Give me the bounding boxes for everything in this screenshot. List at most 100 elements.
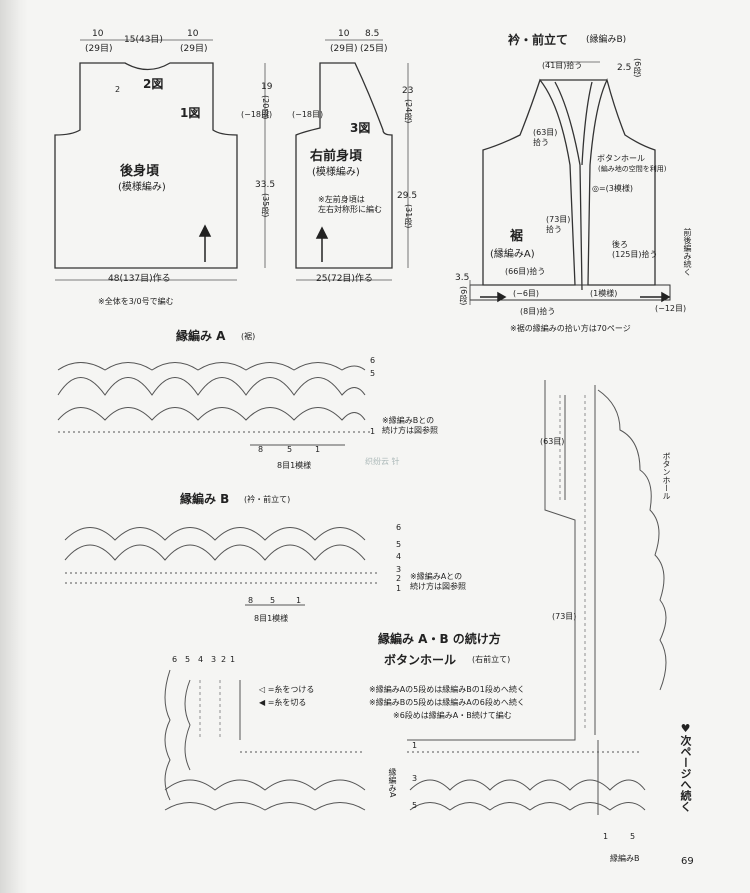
front-subtitle: (模様編み) — [312, 167, 360, 178]
front-dim-2: 8.5 — [365, 29, 380, 39]
join-col-6: 6 — [172, 655, 178, 664]
join-col-5: 5 — [185, 655, 191, 664]
join-col-4: 4 — [198, 655, 204, 664]
edge-b-row1: 1 — [396, 584, 402, 593]
join-row-3: 3 — [412, 774, 418, 783]
back-dim-left-sts: (29目) — [85, 44, 113, 54]
join-count-1: 1 — [603, 832, 609, 841]
join-right-73: (73目) — [552, 612, 577, 621]
collar-minus12: (−12目) — [655, 304, 687, 313]
back-dim-right-rows2: (35段) — [261, 193, 270, 218]
front-dim-sts2: (25目) — [360, 44, 388, 54]
join-col-2: 2 — [221, 655, 227, 664]
front-note: ※左前身頃は 左右対称形に編む — [318, 195, 382, 215]
collar-title: 衿・前立て — [508, 33, 569, 47]
edge-a-count8: 8 — [258, 445, 264, 454]
join-title: 縁編み A・B の続け方 — [378, 632, 501, 646]
back-note: ※全体を3/0号で編む — [98, 297, 174, 306]
edge-b-row6: 6 — [396, 523, 402, 532]
collar-top-pick: (41目)拾う — [542, 61, 583, 70]
edge-b-count8: 8 — [248, 596, 254, 605]
collar-continued: 前後編み続く — [683, 228, 692, 276]
edge-b-title: 縁編み B — [180, 492, 230, 506]
front-dim-right-29: 29.5 — [397, 191, 418, 201]
back-fig2: 2図 — [143, 77, 164, 91]
next-page-notice: ♥次ページへ続く — [679, 722, 692, 812]
join-subtitle-small: (右前立て) — [472, 655, 511, 664]
collar-pattern1: (1模様) — [590, 289, 618, 298]
watermark: 织纷云 针 — [365, 457, 400, 466]
back-side-marker: (−18目) — [241, 110, 273, 119]
join-legend-attach: ◁ =糸をつける — [259, 685, 315, 694]
edge-a-count5: 5 — [287, 445, 293, 454]
edge-b-row2: 2 — [396, 574, 402, 583]
collar-buttonhole-sub: (編み地の空間を利用) — [598, 165, 667, 173]
collar-note: ※裾の縁編みの拾い方は70ページ — [510, 324, 631, 333]
front-bottom-dim: 25(72目)作る — [316, 274, 373, 284]
back-bottom-dim: 48(137目)作る — [108, 274, 171, 284]
join-row-1: 1 — [412, 741, 418, 750]
join-right-buttonhole: ボタンホール — [662, 452, 671, 500]
front-dim-right-rows2: (31段) — [404, 204, 413, 229]
collar-top-right-rows: (6段) — [633, 58, 642, 78]
join-note-2: ※縁編みBの5段めは縁編みAの6段めへ続く — [369, 698, 525, 707]
collar-hem-title: 裾 — [510, 229, 524, 244]
collar-hem-pick: (66目)拾う — [505, 267, 546, 276]
join-edge-a-label: 縁編みA — [388, 768, 397, 798]
back-subtitle: (模様編み) — [118, 182, 166, 193]
collar-back-pick: 後ろ (125目)拾う — [612, 240, 658, 260]
edge-b-row4: 4 — [396, 552, 402, 561]
join-note-3: ※6段めは縁編みA・B続けて編む — [393, 711, 512, 720]
collar-button-count: ◎=(3模様) — [592, 184, 634, 193]
back-fig2-small: 2 — [115, 85, 121, 94]
join-subtitle: ボタンホール — [384, 653, 457, 667]
back-dim-right-sts: (29目) — [180, 44, 208, 54]
front-dim-right-rows: (24段) — [404, 99, 413, 124]
join-edge-b-label: 縁編みB — [610, 854, 640, 863]
front-title: 右前身頃 — [310, 149, 363, 164]
collar-hem-subtitle: (縁編みA) — [490, 249, 535, 260]
edge-b-note: ※縁編みAとの 続け方は図参照 — [410, 572, 466, 592]
back-dim-right-19: 19 — [261, 82, 273, 92]
front-dim-right-23: 23 — [402, 86, 414, 96]
edge-a-count1: 1 — [315, 445, 321, 454]
join-row-5: 5 — [412, 801, 418, 810]
edge-b-row3: 3 — [396, 565, 402, 574]
edge-b-count1: 1 — [296, 596, 302, 605]
back-dim-mid: 15(43目) — [124, 35, 163, 45]
join-note-1: ※縁編みAの5段めは縁編みBの1段めへ続く — [369, 685, 525, 694]
back-fig1: 1図 — [180, 106, 201, 120]
back-dim-right: 10 — [187, 29, 199, 39]
join-col-1: 1 — [230, 655, 236, 664]
collar-left-rows: (6段) — [459, 286, 468, 306]
back-dim-left: 10 — [92, 29, 104, 39]
front-side-marker: (−18目) — [292, 110, 324, 119]
front-fig3: 3図 — [350, 121, 371, 135]
edge-b-subtitle: (衿・前立て) — [244, 495, 291, 504]
collar-subtitle: (縁編みB) — [586, 35, 627, 45]
front-dim-sts1: (29目) — [330, 44, 358, 54]
edge-a-repeat: 8目1模様 — [277, 461, 312, 470]
edge-a-note: ※縁編みBとの 続け方は図参照 — [382, 416, 438, 436]
join-right-63: (63目) — [540, 437, 565, 446]
collar-left-pick: (63目) 拾う — [533, 128, 558, 148]
edge-a-row5: 5 — [370, 369, 376, 378]
edge-b-row5: 5 — [396, 540, 402, 549]
collar-buttonhole: ボタンホール — [597, 154, 645, 163]
book-gutter — [0, 0, 28, 893]
page-number: 69 — [681, 856, 694, 867]
back-dim-right-33: 33.5 — [255, 180, 276, 190]
edge-b-count5: 5 — [270, 596, 276, 605]
join-legend-cut: ◀ =糸を切る — [259, 698, 307, 707]
edge-a-row6: 6 — [370, 356, 376, 365]
collar-top-right: 2.5 — [617, 63, 632, 73]
back-dim-right-rows: (20段) — [261, 95, 270, 120]
edge-b-repeat: 8目1模様 — [254, 614, 289, 623]
edge-a-subtitle: (裾) — [241, 332, 256, 341]
join-col-3: 3 — [211, 655, 217, 664]
front-dim-1: 10 — [338, 29, 350, 39]
back-title: 後身頃 — [120, 164, 160, 179]
collar-mid-pick: (73目) 拾う — [546, 215, 571, 235]
